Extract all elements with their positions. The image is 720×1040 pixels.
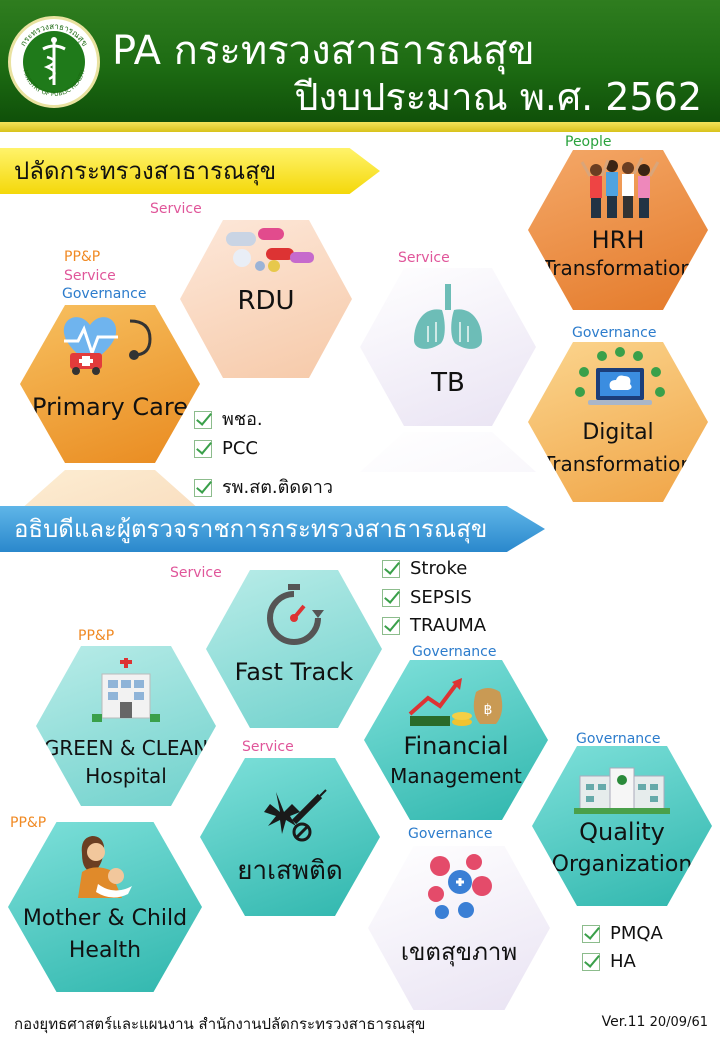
check-label: SEPSIS	[410, 587, 472, 608]
checkmark-icon	[382, 617, 400, 635]
hex-hrh: HRH Transformation	[528, 150, 708, 310]
hex-label: Organization	[551, 852, 693, 877]
svg-text:กระทรวงสาธารณสุข: กระทรวงสาธารณสุข	[19, 22, 90, 48]
people-group-icon	[580, 157, 660, 218]
checkmark-icon	[382, 560, 400, 578]
building-icon	[574, 767, 670, 814]
hex-green-clean-hospital: GREEN & CLEAN Hospital	[36, 646, 216, 806]
svg-text:MINISTRY OF PUBLIC HEALTH: MINISTRY OF PUBLIC HEALTH	[21, 69, 86, 98]
section-banner-director-general: อธิบดีและผู้ตรวจราชการกระทรวงสาธารณสุข	[0, 506, 545, 552]
check-label: PMQA	[610, 923, 663, 944]
version-date: 20/09/61	[649, 1015, 708, 1030]
hex-label: Hospital	[85, 764, 167, 788]
tag-service: Service	[150, 201, 202, 217]
check-label: HA	[610, 951, 636, 972]
hex-label: Transformation	[542, 452, 694, 476]
header-bar	[0, 0, 720, 128]
tag-ppp: PP&P	[78, 628, 115, 644]
checkmark-icon	[194, 440, 212, 458]
check-label: TRAUMA	[410, 615, 487, 636]
hex-label: Health	[68, 938, 142, 963]
check-label: Stroke	[410, 558, 468, 579]
check-label: รพ.สต.ติดดาว	[222, 477, 333, 498]
checkmark-icon	[582, 953, 600, 971]
hex-label: Transformation	[542, 256, 694, 280]
logo-emblem	[23, 31, 85, 93]
checkmark-icon	[382, 589, 400, 607]
caduceus-icon	[42, 37, 66, 85]
cannabis-syringe-icon	[264, 789, 327, 842]
hex-label: Primary Care	[32, 393, 188, 421]
section-banner-permanent-secretary: ปลัดกระทรวงสาธารณสุข	[0, 148, 380, 194]
tag-service: Service	[242, 739, 294, 755]
mother-baby-icon	[78, 836, 132, 898]
stopwatch-icon	[267, 584, 324, 645]
check-label: PCC	[222, 438, 258, 459]
logo-ring-text: กระทรวงสาธารณสุข MINISTRY OF PUBLIC HEAL…	[19, 22, 90, 98]
checklist-item: รพ.สต.ติดดาว	[194, 472, 333, 501]
tag-governance: Governance	[572, 325, 657, 341]
hex-label: Digital	[582, 420, 654, 445]
hex-quality-organization: Quality Organization	[532, 746, 712, 906]
hex-label: Quality	[579, 818, 665, 846]
hex-label: TB	[431, 368, 465, 398]
checkmark-icon	[194, 411, 212, 429]
page-subtitle: ปีงบประมาณ พ.ศ. 2562	[294, 75, 702, 119]
checklist-item: PCC	[194, 438, 258, 459]
hex-label: ยาเสพติด	[237, 856, 343, 886]
hex-label: Fast Track	[234, 658, 354, 686]
checklist-item: SEPSIS	[382, 587, 472, 608]
hex-digital-transformation: Digital Transformation	[528, 342, 708, 502]
hex-label: Financial	[403, 732, 509, 760]
hospital-icon	[92, 658, 160, 722]
checklist-item: PMQA	[582, 923, 663, 944]
tag-governance: Governance	[412, 644, 497, 660]
check-label: พชอ.	[222, 409, 263, 430]
checklist-item: HA	[582, 951, 636, 972]
hex-primary-care: Primary Care	[20, 305, 200, 463]
hex-health-region: เขตสุขภาพ	[368, 846, 550, 1010]
tag-ppp: PP&P	[64, 249, 101, 265]
hex-label: GREEN & CLEAN	[43, 736, 209, 760]
hex-drugs: ยาเสพติด	[200, 758, 380, 916]
checklist-item: พชอ.	[194, 404, 263, 433]
header-stripe	[0, 122, 720, 132]
tag-governance: Governance	[408, 826, 493, 842]
checklist-item: TRAUMA	[382, 615, 486, 636]
hex-label: RDU	[237, 286, 295, 316]
footer-version: Ver.11 20/09/61	[602, 1014, 708, 1030]
hex-fast-track: Fast Track	[206, 570, 382, 728]
version-label: Ver.11	[601, 1014, 646, 1030]
tag-service: Service	[64, 268, 116, 284]
hex-rdu: RDU	[180, 220, 352, 378]
heart-healthcare-icon	[63, 317, 152, 375]
hex-label: HRH	[591, 226, 645, 254]
checklist-item: Stroke	[382, 558, 467, 579]
checkmark-icon	[582, 925, 600, 943]
hex-financial-management: ฿ Financial Management	[364, 660, 548, 820]
svg-text:฿: ฿	[484, 702, 493, 718]
hex-reflection	[20, 470, 200, 510]
tag-service: Service	[398, 250, 450, 266]
hex-label: เขตสุขภาพ	[400, 938, 518, 966]
tag-ppp: PP&P	[10, 815, 47, 831]
tag-governance: Governance	[576, 731, 661, 747]
cloud-laptop-icon	[575, 347, 665, 405]
tag-service: Service	[170, 565, 222, 581]
footer-department: กองยุทธศาสตร์และแผนงาน สำนักงานปลัดกระทร…	[14, 1015, 426, 1033]
hex-mother-child-health: Mother & Child Health	[8, 822, 202, 992]
lungs-icon	[414, 284, 482, 349]
hex-label: Management	[390, 764, 522, 788]
money-growth-icon: ฿	[408, 678, 503, 726]
ministry-logo: กระทรวงสาธารณสุข MINISTRY OF PUBLIC HEAL…	[8, 16, 100, 108]
page-title: PA กระทรวงสาธารณสุข	[112, 28, 535, 74]
tag-people: People	[565, 134, 612, 150]
checkmark-icon	[194, 479, 212, 497]
hex-tb: TB	[360, 268, 536, 426]
hex-reflection	[360, 432, 536, 472]
medical-icons-cluster	[428, 854, 492, 919]
hex-label: Mother & Child	[22, 906, 188, 931]
pills-icon	[226, 228, 314, 272]
tag-governance: Governance	[62, 286, 147, 302]
